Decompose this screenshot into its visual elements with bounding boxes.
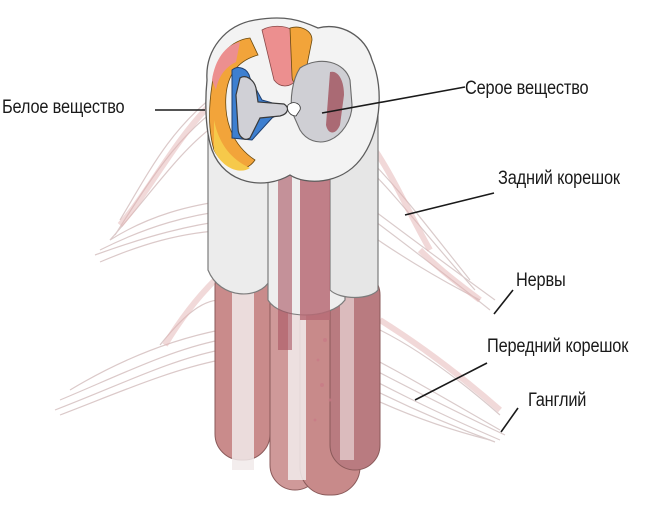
leader-nerves — [493, 289, 514, 315]
leader-lines — [155, 86, 519, 433]
label-anterior-root: Передний корешок — [487, 336, 629, 357]
leader-ganglion — [500, 407, 519, 433]
nerve-fibers-left — [54, 94, 231, 416]
nerve-fibers-left-pink — [117, 102, 218, 347]
label-nerves: Нервы — [516, 270, 566, 291]
label-posterior-root: Задний корешок — [498, 168, 620, 189]
label-white-matter: Белое вещество — [2, 97, 125, 118]
nerve-fibers-right-pink — [372, 148, 502, 413]
leader-gray-matter — [321, 86, 466, 114]
label-ganglion: Ганглий — [528, 390, 587, 411]
label-gray-matter: Серое вещество — [465, 78, 589, 99]
ganglion-details — [313, 338, 332, 422]
leader-anterior-root — [414, 362, 488, 401]
leader-posterior-root — [404, 192, 495, 216]
cross-section — [205, 17, 380, 184]
